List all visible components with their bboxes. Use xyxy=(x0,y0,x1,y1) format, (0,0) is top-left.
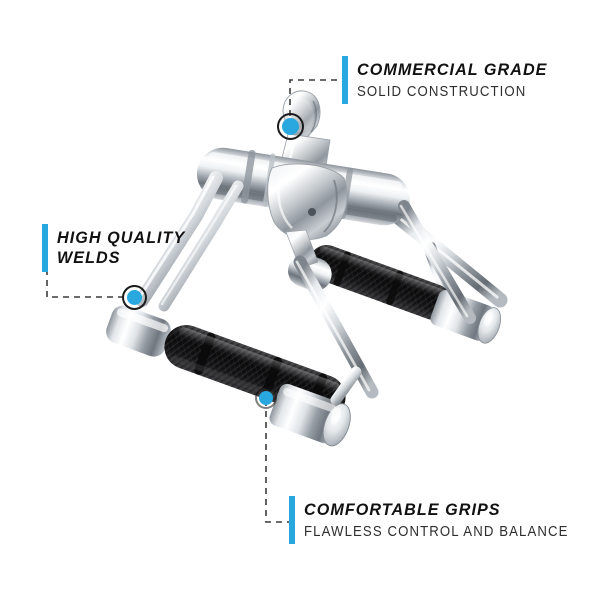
callout-title-line-2: WELDS xyxy=(57,248,121,267)
hotspot-ring xyxy=(277,113,304,140)
hotspot-ring xyxy=(122,285,147,310)
callout-commercial-grade: COMMERCIAL GRADE SOLID CONSTRUCTION xyxy=(342,56,558,104)
front-grip-chrome-sleeve xyxy=(106,305,171,357)
hotspot-dot-high-quality-welds[interactable] xyxy=(122,285,147,310)
callout-text-block: COMFORTABLE GRIPS FLAWLESS CONTROL AND B… xyxy=(304,496,600,544)
callout-subtitle: SOLID CONSTRUCTION xyxy=(357,82,527,100)
callout-high-quality-welds: HIGH QUALITY WELDS xyxy=(42,224,192,272)
hotspot-ring xyxy=(255,387,277,409)
callout-title: COMMERCIAL GRADE xyxy=(357,59,548,79)
callout-comfortable-grips: COMFORTABLE GRIPS FLAWLESS CONTROL AND B… xyxy=(289,496,600,544)
left-chrome-frame xyxy=(135,171,244,312)
callout-title-line-1: HIGH QUALITY xyxy=(57,228,186,247)
swivel-body-block xyxy=(267,163,348,269)
callout-text-block: HIGH QUALITY WELDS xyxy=(57,224,192,272)
callout-subtitle: FLAWLESS CONTROL AND BALANCE xyxy=(304,522,569,540)
callout-text-block: COMMERCIAL GRADE SOLID CONSTRUCTION xyxy=(357,56,558,104)
front-cap-connector xyxy=(330,366,362,406)
accent-bar xyxy=(342,56,348,104)
callout-title: COMFORTABLE GRIPS xyxy=(304,499,501,519)
accent-bar xyxy=(42,224,48,272)
right-long-brace xyxy=(398,200,476,324)
rear-knurled-grip xyxy=(308,245,452,321)
accent-bar xyxy=(289,496,295,544)
hotspot-dot-comfortable-grips[interactable] xyxy=(255,387,277,409)
hotspot-dot-commercial-grade[interactable] xyxy=(277,113,304,140)
